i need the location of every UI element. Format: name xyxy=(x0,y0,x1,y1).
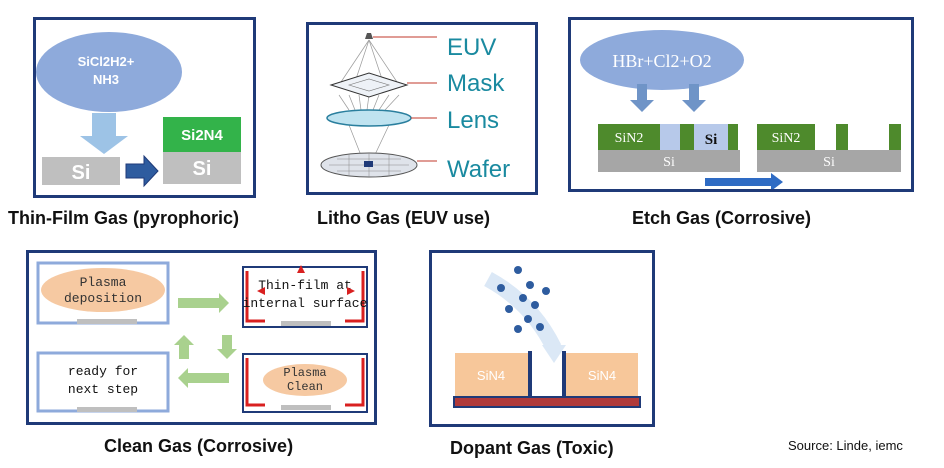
exposed-si-label: Si xyxy=(705,132,718,148)
si-block-label: Si xyxy=(72,162,91,184)
si-base-right xyxy=(757,150,901,172)
litho-caption: Litho Gas (EUV use) xyxy=(317,208,491,228)
si-base-right-label: Si xyxy=(823,155,835,170)
si2n4-layer xyxy=(163,117,241,152)
si-block xyxy=(42,157,120,185)
etch-bubble-text: HBr+Cl2+O2 xyxy=(612,51,711,71)
etched-gap xyxy=(660,124,680,150)
sin2-film-right xyxy=(757,124,815,150)
gas-bubble xyxy=(580,30,744,90)
beam-lines xyxy=(338,39,400,164)
step-thin-film-internal xyxy=(242,266,368,328)
dopant-diagram: SiN4 SiN4 xyxy=(453,266,641,408)
etch-diagram: HBr+Cl2+O2 SiN2 Si Si SiN2 Si xyxy=(580,30,901,191)
up-arrow-icon xyxy=(174,335,194,359)
down-arrow-icon xyxy=(80,113,128,154)
step4-line1: ready for xyxy=(68,364,138,379)
gas-bubble xyxy=(36,32,182,112)
si2n4-label: Si2N4 xyxy=(181,127,223,144)
right-arrow-icon xyxy=(125,154,159,188)
dopant-panel: SiN4 SiN4 xyxy=(429,250,655,427)
right-arrow-icon xyxy=(705,173,783,191)
step4-line2: next step xyxy=(68,382,138,397)
dopant-caption: Dopant Gas (Toxic) xyxy=(450,438,614,458)
sin2-left-label: SiN2 xyxy=(615,131,644,146)
etch-caption: Etch Gas (Corrosive) xyxy=(632,208,812,228)
sin4-left-label: SiN4 xyxy=(477,368,505,383)
label-euv: EUV xyxy=(447,34,496,61)
si-base-left xyxy=(598,150,740,172)
bubble-text-line1: SiCl2H2+ xyxy=(78,54,135,69)
source-note: Source: Linde, iemc xyxy=(788,438,903,453)
lens-disc xyxy=(326,109,412,127)
step3-line2: Clean xyxy=(287,380,323,394)
sin2-right-label: SiN2 xyxy=(772,131,801,146)
sin4-block-right xyxy=(566,353,638,397)
exposed-si xyxy=(694,124,728,150)
step2-line1: Thin-film at xyxy=(258,278,352,293)
label-mask: Mask xyxy=(447,70,505,97)
diffusion-arrow xyxy=(484,271,562,352)
si-base-label: Si xyxy=(193,158,212,180)
label-wafer: Wafer xyxy=(447,156,510,183)
euv-source-icon xyxy=(365,33,373,39)
step2-line2: internal surface xyxy=(243,296,368,311)
dopant-dots xyxy=(497,266,550,333)
bubble-text-line2: NH3 xyxy=(93,72,119,87)
clean-caption: Clean Gas (Corrosive) xyxy=(104,436,294,456)
thin-film-caption: Thin-Film Gas (pyrophoric) xyxy=(8,208,240,228)
sin2-film-left xyxy=(598,124,660,150)
step1-line1: Plasma xyxy=(80,275,127,290)
sin4-block-left xyxy=(455,353,528,397)
up-arrow-icon xyxy=(297,265,305,273)
step1-line2: deposition xyxy=(64,291,142,306)
clean-panel: Plasma deposition Thin-film at internal … xyxy=(26,250,377,425)
exposed-die xyxy=(364,161,373,167)
si-base-layer xyxy=(163,152,241,184)
step3-line1: Plasma xyxy=(283,366,326,380)
clean-diagram: Plasma deposition Thin-film at internal … xyxy=(36,261,368,413)
mask-plate xyxy=(329,72,409,98)
right-arrow-icon xyxy=(178,293,229,313)
left-arrow-icon xyxy=(178,368,229,388)
down-arrow-icon xyxy=(682,84,706,112)
down-arrow-icon xyxy=(630,84,654,112)
substrate xyxy=(453,396,641,408)
step-ready xyxy=(36,351,170,413)
etch-panel: HBr+Cl2+O2 SiN2 Si Si SiN2 Si xyxy=(568,17,914,192)
label-lens: Lens xyxy=(447,107,499,134)
si-base-left-label: Si xyxy=(663,155,675,170)
thin-film-diagram: SiCl2H2+ NH3 Si Si2N4 Si xyxy=(36,32,241,188)
litho-panel: EUV Mask Lens Wafer xyxy=(306,22,538,195)
down-arrow-icon xyxy=(217,335,237,359)
litho-diagram: EUV Mask Lens Wafer xyxy=(320,33,510,183)
sin4-right-label: SiN4 xyxy=(588,368,616,383)
thin-film-panel: SiCl2H2+ NH3 Si Si2N4 Si xyxy=(33,17,256,198)
